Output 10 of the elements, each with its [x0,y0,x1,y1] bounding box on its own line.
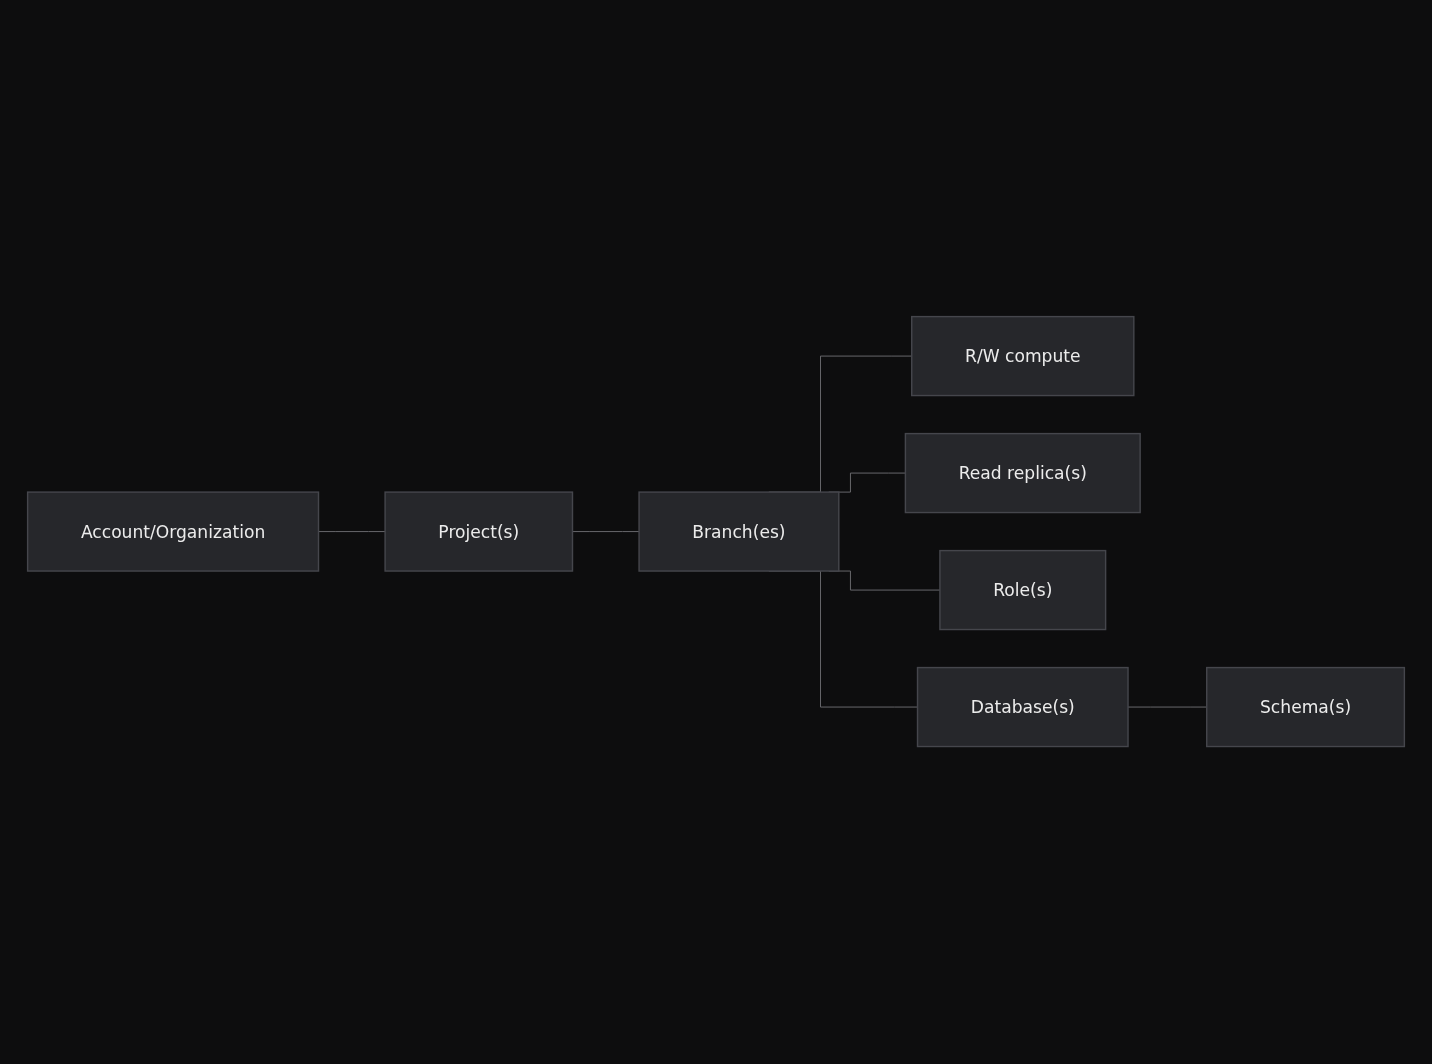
connector [318,531,386,533]
node-box: Read replica(s) [904,433,1141,514]
node-box: Role(s) [939,550,1107,631]
node-box: R/W compute [911,316,1135,397]
node-box: Branch(es) [638,491,840,573]
node-box: Account/Organization [26,491,320,573]
connector [572,531,640,533]
node-box: Database(s) [916,667,1129,748]
node-box: Project(s) [384,491,574,573]
node-box: Schema(s) [1206,667,1406,748]
